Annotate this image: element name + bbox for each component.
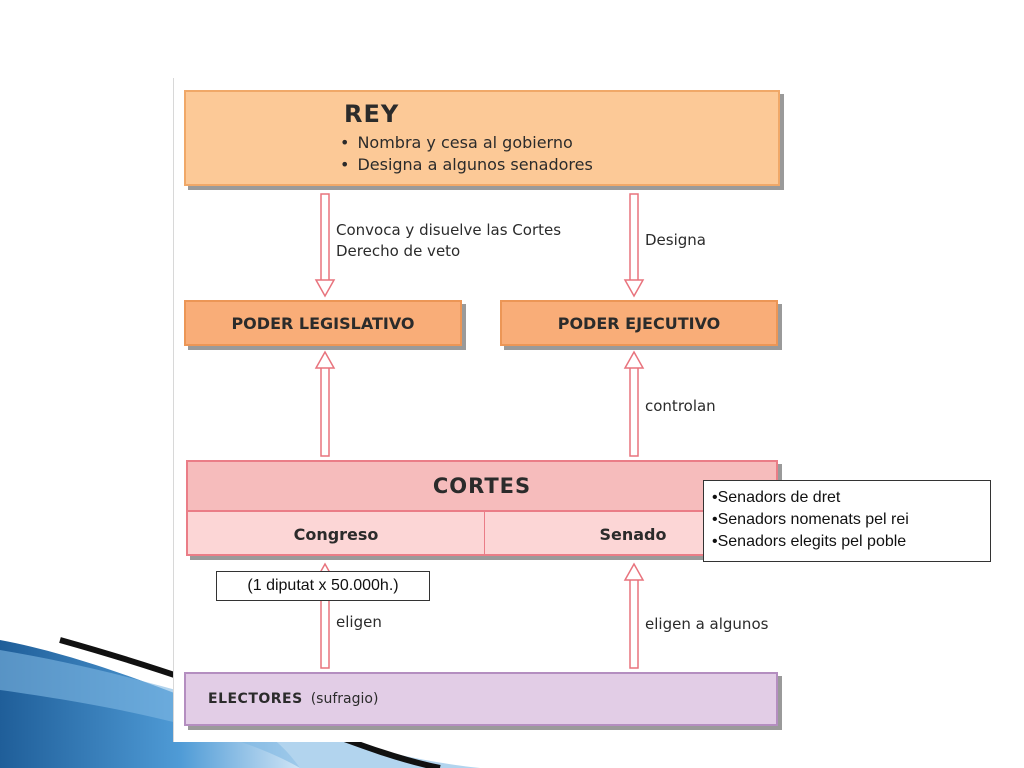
label-convoca: Convoca y disuelve las Cortes Derecho de… <box>336 220 561 262</box>
rey-bullets: Nombra y cesa al gobierno Designa a algu… <box>340 132 593 176</box>
callout-item: Senadors de dret <box>712 487 982 509</box>
callout-item: Senadors elegits pel poble <box>712 531 982 553</box>
senado-cell: Senado <box>599 524 667 544</box>
poder-legislativo-box: PODER LEGISLATIVO <box>184 300 462 346</box>
label-designa: Designa <box>645 231 706 249</box>
electores-title: ELECTORES <box>208 691 303 707</box>
rey-bullet: Designa a algunos senadores <box>340 154 592 176</box>
label-eligen-algunos: eligen a algunos <box>645 615 769 633</box>
congreso-cell: Congreso <box>188 512 485 556</box>
diagram-panel <box>173 78 794 742</box>
rey-box: REY Nombra y cesa al gobierno Designa a … <box>184 90 780 186</box>
label-convoca-line1: Convoca y disuelve las Cortes <box>336 221 562 239</box>
callout-item: Senadors nomenats pel rei <box>712 509 982 531</box>
rey-title: REY <box>344 100 400 128</box>
electores-subtitle: (sufragio) <box>310 691 379 707</box>
rey-bullet: Nombra y cesa al gobierno <box>340 132 593 154</box>
label-controlan: controlan <box>645 397 716 415</box>
cortes-box: CORTES Congreso Senado <box>186 460 778 556</box>
diputat-note: (1 diputat x 50.000h.) <box>216 571 430 601</box>
cortes-title: CORTES <box>188 462 776 512</box>
electores-box: ELECTORES (sufragio) <box>184 672 778 726</box>
label-convoca-line2: Derecho de veto <box>336 242 461 260</box>
label-eligen: eligen <box>336 613 382 631</box>
senadors-callout: Senadors de dret Senadors nomenats pel r… <box>703 480 991 562</box>
poder-ejecutivo-box: PODER EJECUTIVO <box>500 300 778 346</box>
